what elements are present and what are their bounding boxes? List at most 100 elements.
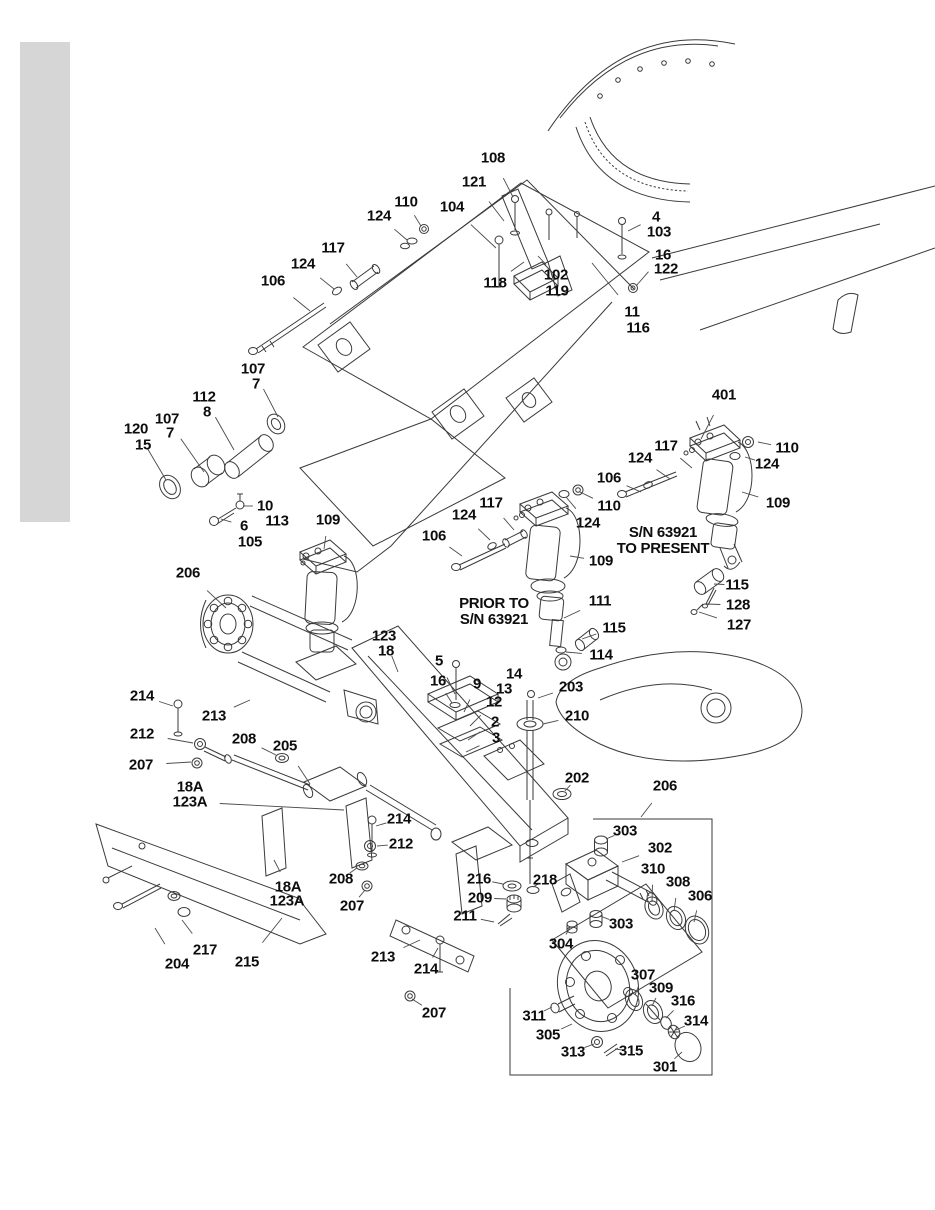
axle-assembly xyxy=(200,594,803,863)
leader-line xyxy=(180,438,205,473)
leader-line xyxy=(220,518,232,523)
leader-line xyxy=(469,714,482,727)
frame-plate xyxy=(299,179,935,573)
leader-line xyxy=(263,388,279,418)
leader-line xyxy=(565,496,577,509)
leader-line xyxy=(293,297,311,312)
leader-line xyxy=(614,1048,623,1051)
leader-line xyxy=(627,224,641,232)
leader-line xyxy=(569,555,585,559)
leader-line xyxy=(542,719,559,725)
leader-line xyxy=(181,919,193,934)
leader-line xyxy=(158,701,174,707)
hinge-bracket xyxy=(248,188,638,355)
stabilizer-blade xyxy=(95,823,327,945)
leader-line xyxy=(502,177,514,198)
leader-line xyxy=(358,889,366,898)
leader-line xyxy=(757,441,772,446)
leader-line xyxy=(635,271,649,287)
leader-line xyxy=(674,1051,683,1060)
leader-line xyxy=(651,884,653,903)
leader-line xyxy=(375,822,387,827)
leader-line xyxy=(532,883,539,888)
leader-line xyxy=(591,262,619,296)
leader-line xyxy=(621,855,640,863)
leader-line xyxy=(693,910,698,923)
leader-line xyxy=(673,897,677,912)
leader-line xyxy=(465,745,480,753)
leader-line xyxy=(565,926,571,935)
leader-line xyxy=(413,214,422,227)
leader-line xyxy=(561,1023,573,1030)
sector-gear xyxy=(547,39,736,203)
leader-line xyxy=(492,881,504,885)
leader-line xyxy=(349,867,358,874)
leader-line xyxy=(411,998,423,1006)
leader-line xyxy=(215,416,235,451)
leader-line xyxy=(261,747,277,756)
leader-line xyxy=(233,699,251,708)
leader-line xyxy=(445,692,453,704)
leader-line xyxy=(705,603,721,605)
leader-line xyxy=(537,255,547,265)
leader-line xyxy=(463,699,471,713)
leader-line xyxy=(656,469,671,480)
leader-line xyxy=(262,917,283,943)
leader-line xyxy=(543,1006,553,1012)
steering-cylinder-left xyxy=(295,539,358,681)
leader-line xyxy=(713,583,725,585)
leader-line xyxy=(154,927,166,945)
leader-line xyxy=(376,844,388,847)
leader-line xyxy=(503,517,515,531)
leader-line xyxy=(675,1025,686,1031)
leader-line xyxy=(323,535,327,550)
leader-line xyxy=(273,859,281,873)
leader-line xyxy=(537,692,554,699)
leader-line xyxy=(680,457,693,469)
pivot-pin-parts xyxy=(159,413,286,526)
leader-lines-layer xyxy=(147,177,772,1060)
leader-line xyxy=(700,414,714,440)
leader-line xyxy=(494,898,507,900)
leader-line xyxy=(477,528,491,541)
leader-line xyxy=(147,448,167,481)
leader-line xyxy=(579,491,594,499)
leader-line xyxy=(744,456,756,461)
leader-line xyxy=(403,939,421,949)
leader-line xyxy=(698,611,718,619)
leader-line xyxy=(297,765,311,785)
leader-line xyxy=(206,590,227,609)
leader-line xyxy=(319,277,335,290)
tie-rod-links xyxy=(95,699,540,1002)
leader-line xyxy=(651,997,657,1007)
wheel-hub xyxy=(556,940,640,1032)
leader-line xyxy=(626,485,642,493)
leader-line xyxy=(470,224,497,249)
leader-line xyxy=(219,803,345,811)
steering-cylinder-right xyxy=(617,416,754,615)
steering-cylinder-middle xyxy=(451,484,600,671)
leader-line xyxy=(167,738,194,744)
leader-line xyxy=(605,834,615,840)
leader-line xyxy=(665,1010,674,1019)
leader-line xyxy=(391,655,399,673)
leader-line xyxy=(488,201,505,222)
leader-line xyxy=(432,947,439,958)
leader-line xyxy=(634,985,640,996)
leader-line xyxy=(564,784,571,792)
leader-line xyxy=(394,228,408,241)
leader-line xyxy=(446,677,456,695)
leader-line xyxy=(166,761,192,764)
leader-line xyxy=(640,802,653,818)
leader-line xyxy=(467,731,481,741)
inset-detail-box xyxy=(509,818,713,1076)
leader-line xyxy=(584,1043,595,1049)
leader-line xyxy=(345,263,358,278)
page-margin-bar xyxy=(20,42,70,522)
leader-line xyxy=(563,609,581,619)
leader-line xyxy=(741,491,759,498)
leader-line xyxy=(510,261,525,272)
leader-line xyxy=(581,633,597,640)
